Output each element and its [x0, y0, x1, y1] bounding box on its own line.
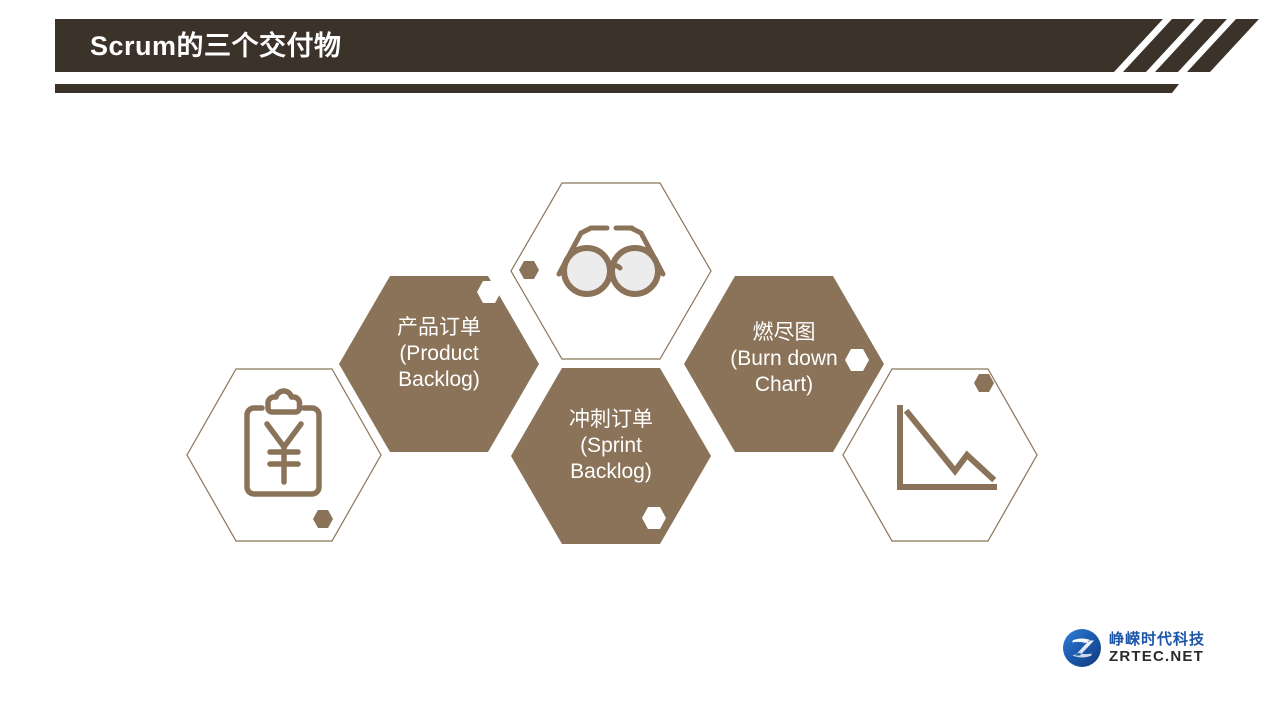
hexagon-marker-hollow — [642, 507, 666, 529]
header-underline — [55, 84, 1179, 93]
header-bar-shape — [55, 19, 1163, 72]
glasses-right-lens — [609, 245, 661, 297]
hexagon-sprint-backlog-shape — [511, 368, 711, 544]
header-bar-graphic — [55, 19, 1259, 93]
hexagon-sprint-backlog[interactable] — [511, 368, 711, 544]
hexagon-clipboard[interactable] — [186, 368, 382, 542]
header-stripe-3 — [1187, 19, 1259, 72]
hexagon-product-backlog[interactable] — [339, 276, 539, 452]
hexagon-burn-down-chart-shape — [684, 276, 884, 452]
burndown-line-chart-icon — [897, 405, 997, 490]
hexagon-marker-hollow — [477, 281, 501, 303]
hexagon-marker-hollow — [845, 349, 869, 371]
clipboard-yuan-icon — [244, 388, 322, 497]
header-stripe-2 — [1155, 19, 1227, 72]
company-logo: 峥嵘时代科技 ZRTEC.NET — [1062, 622, 1232, 674]
hexagon-marker-filled — [974, 374, 994, 392]
z-circle-logo-icon — [1063, 629, 1101, 667]
slide-header: Scrum的三个交付物 — [0, 0, 1280, 100]
logo-company-name-cn: 峥嵘时代科技 — [1109, 631, 1206, 648]
hexagon-glasses[interactable] — [510, 182, 712, 360]
page-title: Scrum的三个交付物 — [90, 31, 342, 61]
glasses-left-lens — [561, 245, 613, 297]
hexagon-marker-filled — [519, 261, 539, 279]
hexagon-line-chart[interactable] — [842, 368, 1038, 542]
logo-company-domain: ZRTEC.NET — [1109, 648, 1204, 665]
glasses-icon — [556, 225, 666, 297]
hexagon-product-backlog-shape — [339, 276, 539, 452]
hexagon-burn-down-chart[interactable] — [684, 276, 884, 452]
hexagon-marker-filled — [313, 510, 333, 528]
logo-text-block: 峥嵘时代科技 ZRTEC.NET — [1109, 632, 1205, 664]
header-stripe-1 — [1123, 19, 1195, 72]
